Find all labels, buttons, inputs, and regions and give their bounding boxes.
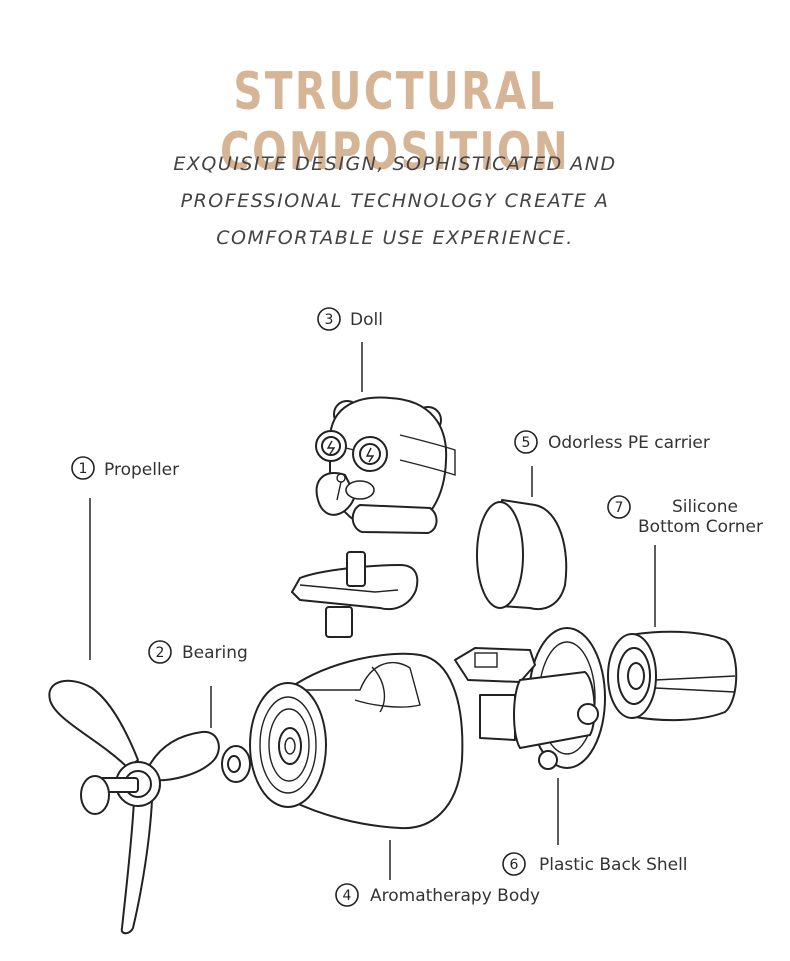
callout-label: Plastic Back Shell — [539, 855, 688, 875]
callout-label: Bearing — [182, 643, 248, 663]
silicone-corner-illustration — [607, 630, 738, 722]
page-title: STRUCTURAL COMPOSITION — [219, 62, 571, 182]
callout-label-line-1: Silicone — [672, 497, 738, 517]
callout-number: 2 — [156, 645, 165, 661]
callout-label: Propeller — [104, 460, 179, 480]
aromatherapy-body-illustration — [249, 652, 464, 830]
callout-label: Odorless PE carrier — [548, 433, 710, 453]
callout-number: 6 — [510, 857, 519, 873]
pe-carrier-illustration — [476, 499, 568, 610]
propeller-illustration — [48, 679, 220, 935]
subtitle-line-1: EXQUISITE DESIGN, SOPHISTICATED AND — [173, 153, 617, 175]
callout-number: 5 — [522, 435, 531, 451]
callout-aromatherapy-body: 4 Aromatherapy Body — [335, 840, 540, 907]
subtitle-line-2: PROFESSIONAL TECHNOLOGY CREATE A — [180, 190, 610, 212]
callout-propeller: 1 Propeller — [71, 456, 179, 660]
subtitle-line-3: COMFORTABLE USE EXPERIENCE. — [216, 227, 574, 249]
doll-illustration — [291, 396, 456, 638]
bearing-illustration — [221, 745, 251, 783]
callout-number: 4 — [343, 888, 352, 904]
callout-number: 7 — [615, 500, 624, 516]
callout-bearing: 2 Bearing — [148, 640, 248, 728]
callout-label: Doll — [350, 310, 383, 330]
callout-silicone-bottom-corner: 7 Silicone Bottom Corner — [607, 495, 763, 627]
callout-odorless-pe-carrier: 5 Odorless PE carrier — [514, 430, 710, 497]
back-shell-illustration — [454, 627, 606, 770]
callout-label-line-2: Bottom Corner — [638, 517, 763, 537]
callout-number: 1 — [79, 461, 88, 477]
callout-plastic-back-shell: 6 Plastic Back Shell — [502, 778, 688, 876]
callout-label: Aromatherapy Body — [370, 886, 540, 906]
callout-number: 3 — [325, 312, 334, 328]
callout-doll: 3 Doll — [317, 307, 383, 392]
